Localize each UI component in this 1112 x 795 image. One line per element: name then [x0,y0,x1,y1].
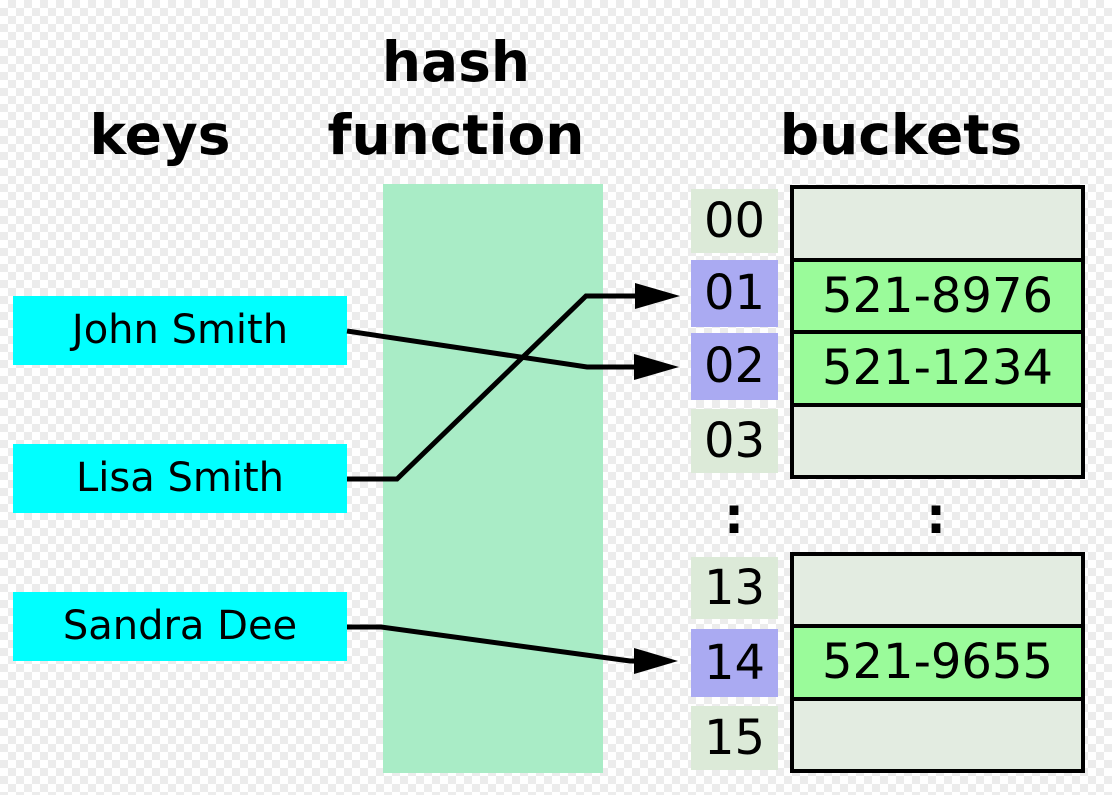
key-box-lisa-smith: Lisa Smith [13,444,347,513]
index-ellipsis: : [724,487,744,545]
bucket-row-01: 521-8976 [794,257,1081,330]
index-cell-13: 13 [691,557,778,619]
bucket-row-02: 521-1234 [794,330,1081,403]
key-box-sandra-dee: Sandra Dee [13,592,347,661]
index-cell-02: 02 [691,333,778,400]
hash-function-box [383,184,603,773]
bucket-row-13 [794,556,1081,625]
bucket-row-15 [794,696,1081,769]
heading-hash-function-line2: function [327,103,585,167]
bucket-row-03 [794,402,1081,475]
bucket-table-top: 521-8976 521-1234 [790,185,1085,479]
bucket-row-00 [794,189,1081,258]
bucket-row-14: 521-9655 [794,624,1081,697]
index-cell-01: 01 [691,260,778,327]
index-cell-14: 14 [691,629,778,697]
key-box-john-smith: John Smith [13,296,347,365]
bucket-table-bottom: 521-9655 [790,552,1085,773]
index-cell-03: 03 [691,409,778,473]
bucket-ellipsis: : [926,487,946,545]
heading-keys: keys [89,103,231,167]
index-cell-00: 00 [691,189,778,253]
heading-hash-function: hash function [286,26,626,172]
heading-hash-function-line1: hash [381,30,531,94]
index-cell-15: 15 [691,706,778,770]
heading-buckets: buckets [779,103,1023,167]
